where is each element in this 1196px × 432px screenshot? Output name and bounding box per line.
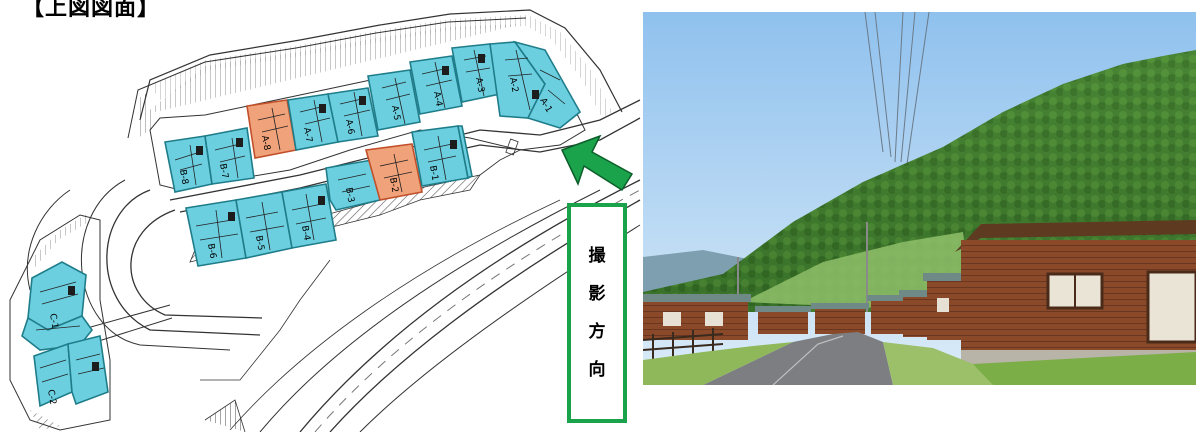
- page-heading: 【上図図面】: [22, 0, 161, 21]
- unit-label: B-6: [205, 243, 218, 260]
- unit-label: C-2: [45, 389, 57, 406]
- unit-label: B-4: [299, 225, 312, 242]
- unit-label: A-3: [473, 77, 485, 93]
- site-plan: A-1 A-2 A-3 A-4 A-5 A-6 A-7 A-8 B-1 B-2 …: [9, 9, 641, 432]
- direction-char: 方: [588, 322, 606, 342]
- shooting-direction-label: 撮 影 方 向: [567, 203, 627, 423]
- site-photo: [643, 12, 1196, 385]
- unit-label: C-1: [47, 313, 59, 330]
- unit-label: A-7: [301, 127, 313, 143]
- unit-label: B-5: [253, 235, 265, 252]
- direction-char: 撮: [588, 246, 606, 266]
- unit-label: A-4: [431, 91, 443, 108]
- unit-label: A-8: [259, 135, 271, 152]
- direction-arrow-icon: [560, 134, 634, 192]
- direction-char: 向: [588, 360, 606, 380]
- unit-label: B-1: [427, 165, 439, 182]
- direction-char: 影: [588, 284, 606, 304]
- unit-label: A-6: [343, 119, 355, 136]
- unit-label: B-7: [217, 163, 229, 180]
- unit-label: B-8: [177, 169, 190, 186]
- unit-label: A-5: [389, 105, 401, 121]
- unit-label: B-2: [387, 177, 399, 194]
- unit-label: A-2: [507, 77, 519, 93]
- unit-label: B-3: [343, 187, 355, 204]
